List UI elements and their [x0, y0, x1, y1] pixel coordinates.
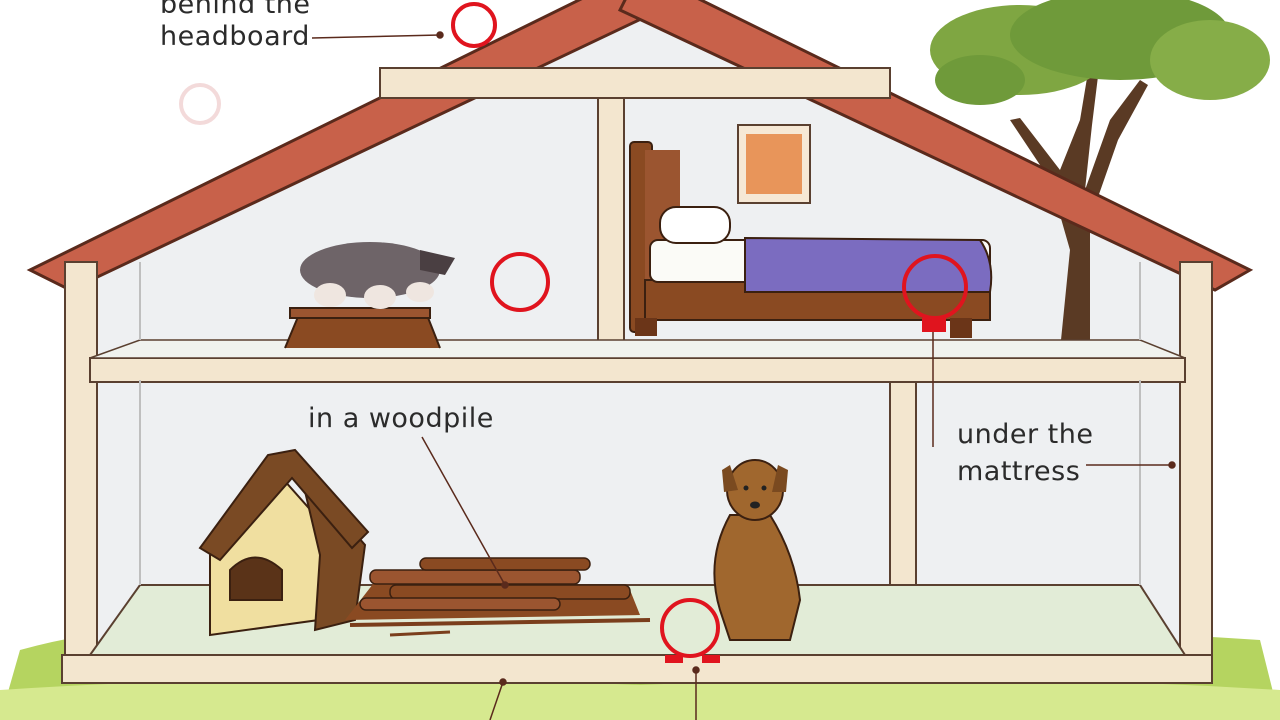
- label-headboard-line1: behind the: [160, 0, 311, 20]
- picture-frame-icon: [737, 124, 811, 204]
- upper-floor-top: [89, 339, 1186, 359]
- doghouse-icon: [198, 448, 370, 637]
- bed-icon: [629, 141, 993, 338]
- label-woodpile: in a woodpile: [308, 403, 494, 434]
- grass-ground-light: [0, 678, 1280, 720]
- wombat-figurine-icon: [284, 242, 455, 349]
- label-mattress-line1: under the: [957, 419, 1094, 450]
- left-wall: [64, 261, 98, 663]
- woodpile-icon: [345, 557, 651, 637]
- foundation: [61, 654, 1213, 684]
- attic-beam: [379, 67, 891, 99]
- label-headboard-line2: headboard: [160, 21, 310, 52]
- pointer-lines: [311, 31, 1176, 720]
- dog-icon: [713, 459, 802, 641]
- upper-floor: [89, 357, 1186, 383]
- upper-divider: [597, 97, 625, 361]
- label-mattress-line2: mattress: [957, 456, 1081, 487]
- faded-circle-marker-icon: [179, 83, 221, 125]
- right-wall: [1179, 261, 1213, 663]
